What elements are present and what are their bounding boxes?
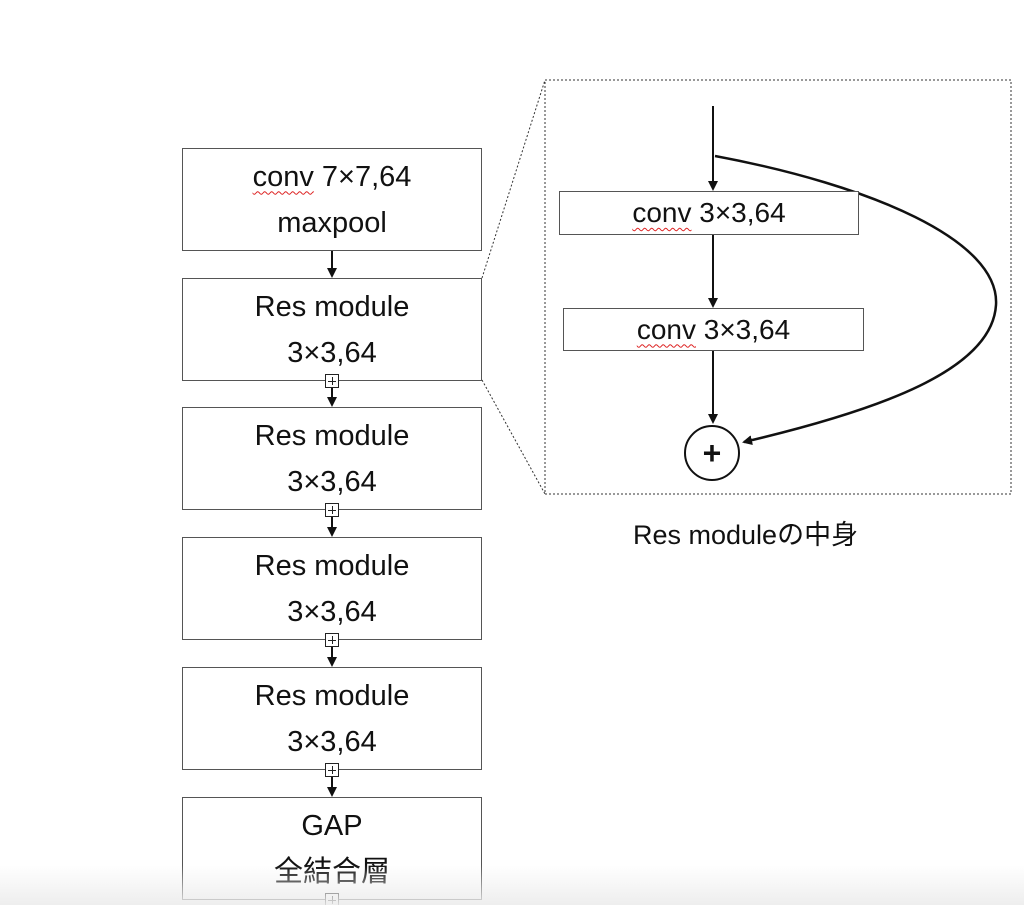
res-module-title: Res module — [254, 419, 410, 452]
residual-add-icon-3 — [325, 633, 339, 647]
residual-add-icon-1 — [325, 374, 339, 388]
detail-caption: Res moduleの中身 — [633, 520, 859, 550]
conv-label-line: conv 7×7,64 — [253, 154, 412, 200]
res-module-title: Res module — [254, 290, 410, 323]
conv-params: 3×3,64 — [691, 197, 786, 228]
res-module-block-2: Res module 3×3,64 — [182, 407, 482, 510]
conv-maxpool-block: conv 7×7,64 maxpool — [182, 148, 482, 251]
skip-connection-arrow — [714, 154, 998, 446]
zoom-line-top — [481, 79, 546, 279]
fully-connected-label: 全結合層 — [273, 855, 390, 888]
res-module-title: Res module — [254, 549, 410, 582]
conv-params: 7×7,64 — [313, 160, 412, 193]
residual-add-icon-2 — [325, 503, 339, 517]
residual-add-icon-4 — [325, 763, 339, 777]
res-module-block-3: Res module 3×3,64 — [182, 537, 482, 640]
zoom-line-bottom — [481, 379, 546, 495]
detail-conv-block-2: conv 3×3,64 — [563, 308, 864, 351]
conv-params: 3×3,64 — [695, 313, 791, 345]
sum-node-plus-icon: + — [684, 425, 740, 481]
conv-word: conv — [636, 313, 696, 345]
res-module-params: 3×3,64 — [287, 336, 377, 369]
res-module-params: 3×3,64 — [287, 465, 377, 498]
gap-label: GAP — [301, 809, 363, 842]
gap-fc-block: GAP 全結合層 — [182, 797, 482, 900]
res-module-detail-frame — [544, 79, 1012, 495]
res-module-block-4: Res module 3×3,64 — [182, 667, 482, 770]
res-module-block-1: Res module 3×3,64 — [182, 278, 482, 381]
detail-conv-block-1: conv 3×3,64 — [559, 191, 859, 235]
conv-word: conv — [632, 197, 692, 228]
res-module-title: Res module — [254, 679, 410, 712]
maxpool-label: maxpool — [277, 206, 387, 239]
residual-add-icon-5 — [325, 893, 339, 905]
res-module-params: 3×3,64 — [287, 595, 377, 628]
conv-word: conv — [252, 160, 314, 193]
res-module-params: 3×3,64 — [287, 725, 377, 758]
